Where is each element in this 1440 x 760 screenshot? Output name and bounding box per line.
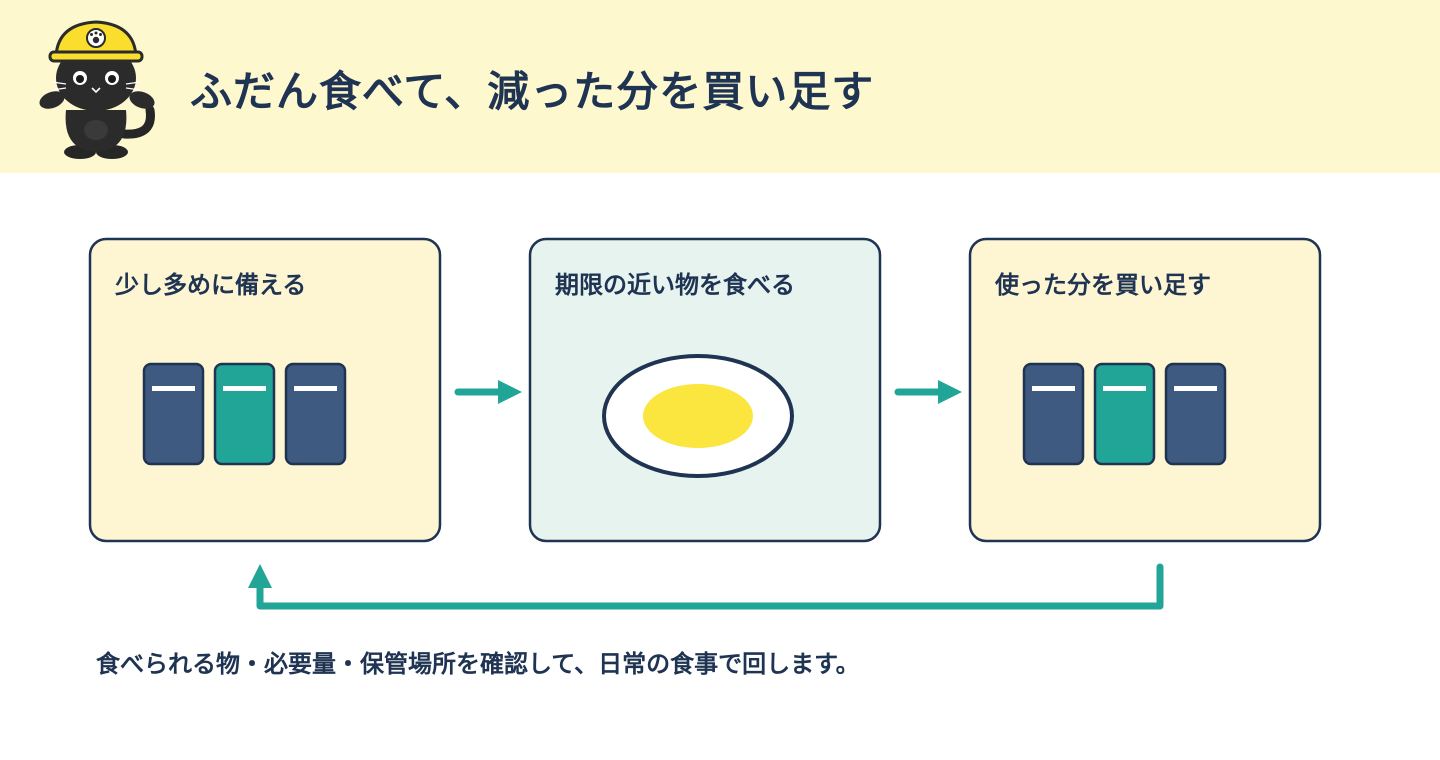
arrow-right-icon <box>894 380 962 404</box>
arrow-right-icon <box>454 380 522 404</box>
step-title-eat: 期限の近い物を食べる <box>555 271 795 299</box>
plate-icon <box>602 354 794 478</box>
page-title: ふだん食べて、減った分を買い足す <box>190 67 875 116</box>
header-banner: ふだん食べて、減った分を買い足す <box>0 0 1440 173</box>
food-stock-icon <box>142 362 347 466</box>
cat-mascot-icon <box>39 20 155 159</box>
step-title-restock: 使った分を買い足す <box>995 271 1211 299</box>
food-stock-icon <box>1022 362 1227 466</box>
caption-text: 食べられる物・必要量・保管場所を確認して、日常の食事で回します。 <box>96 650 860 678</box>
loop-back-arrow-icon <box>248 563 1164 610</box>
step-title-stock: 少し多めに備える <box>115 271 307 299</box>
